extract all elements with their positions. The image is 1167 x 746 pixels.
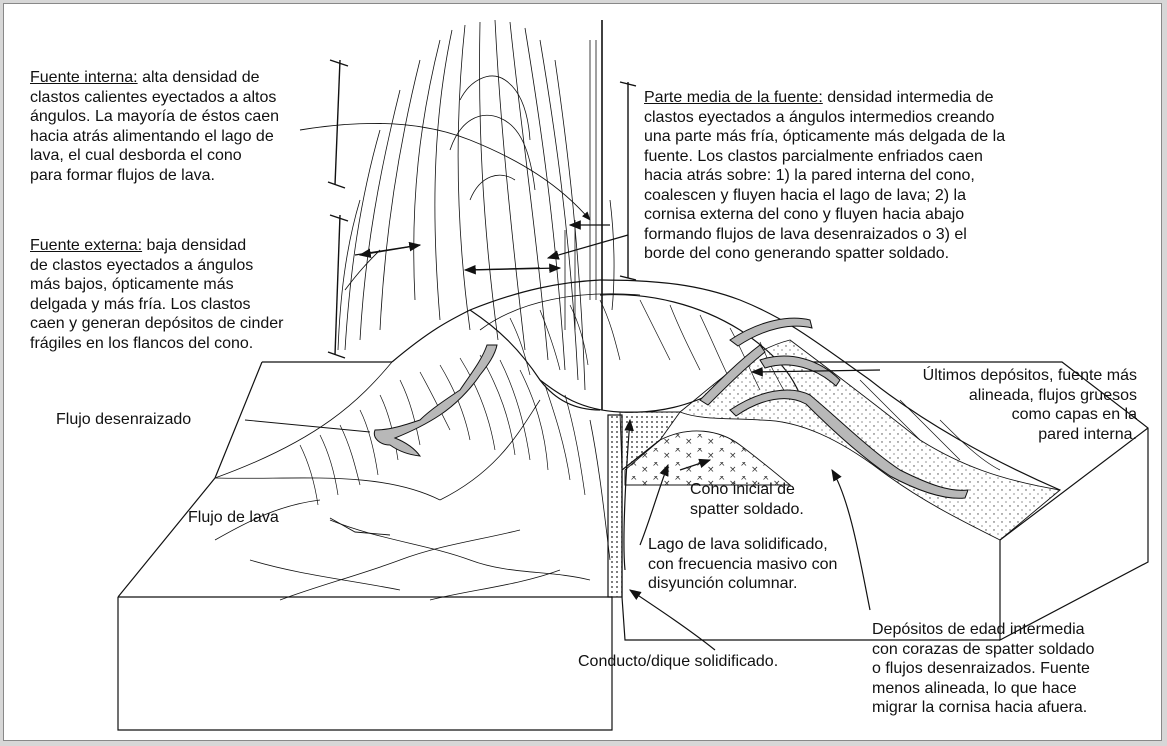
- depositos-intermedios-label: Depósitos de edad intermedia con corazas…: [872, 620, 1094, 718]
- lago-line: disyunción columnar.: [648, 574, 837, 594]
- cono-inicial-label: Cono inicial de spatter soldado.: [690, 480, 804, 519]
- parte-media-line: formando flujos de lava desenraizados o …: [644, 225, 1005, 245]
- fuente-interna-line: ángulos. La mayoría de éstos caen: [30, 107, 279, 127]
- ultimos-line: Últimos depósitos, fuente más: [923, 366, 1137, 386]
- depositos-line: o flujos desenraizados. Fuente: [872, 659, 1094, 679]
- parte-media-label: Parte media de la fuente: densidad inter…: [644, 88, 1005, 264]
- depositos-line: con corazas de spatter soldado: [872, 640, 1094, 660]
- flujo-desenraizado-label: Flujo desenraizado: [56, 410, 191, 430]
- fuente-externa-line: caen y generan depósitos de cinder: [30, 314, 284, 334]
- parte-media-line: clastos eyectados a ángulos intermedios …: [644, 108, 1005, 128]
- lago-line: con frecuencia masivo con: [648, 555, 837, 575]
- ultimos-line: pared interna.: [923, 425, 1137, 445]
- depositos-line: migrar la cornisa hacia afuera.: [872, 698, 1094, 718]
- parte-media-line: fuente. Los clastos parcialmente enfriad…: [644, 147, 1005, 167]
- ultimos-line: como capas en la: [923, 405, 1137, 425]
- parte-media-line: densidad intermedia de: [823, 89, 994, 106]
- fuente-externa-title: Fuente externa:: [30, 237, 142, 254]
- ultimos-depositos-label: Últimos depósitos, fuente más alineada, …: [923, 366, 1137, 444]
- fuente-externa-line: frágiles en los flancos del cono.: [30, 334, 284, 354]
- feeder-dike: [608, 415, 622, 597]
- fuente-externa-line: más bajos, ópticamente más: [30, 275, 284, 295]
- flujo-de-lava-label: Flujo de lava: [188, 508, 279, 528]
- fuente-externa-line: delgada y más fría. Los clastos: [30, 295, 284, 315]
- fuente-interna-label: Fuente interna: alta densidad de clastos…: [30, 68, 279, 185]
- fuente-interna-line: hacia atrás alimentando el lago de: [30, 127, 279, 147]
- parte-media-line: cornisa externa del cono y fluyen hacia …: [644, 205, 1005, 225]
- lago-line: Lago de lava solidificado,: [648, 535, 837, 555]
- parte-media-title: Parte media de la fuente:: [644, 89, 823, 106]
- fuente-interna-line: clastos calientes eyectados a altos: [30, 88, 279, 108]
- depositos-line: Depósitos de edad intermedia: [872, 620, 1094, 640]
- fuente-interna-title: Fuente interna:: [30, 69, 138, 86]
- conducto-dique-label: Conducto/dique solidificado.: [578, 652, 778, 672]
- ultimos-line: alineada, flujos gruesos: [923, 386, 1137, 406]
- fuente-interna-line: lava, el cual desborda el cono: [30, 146, 279, 166]
- fuente-externa-line: de clastos eyectados a ángulos: [30, 256, 284, 276]
- fuente-externa-label: Fuente externa: baja densidad de clastos…: [30, 236, 284, 353]
- depositos-line: menos alineada, lo que hace: [872, 679, 1094, 699]
- fuente-interna-line: para formar flujos de lava.: [30, 166, 279, 186]
- fuente-interna-line: alta densidad de: [138, 69, 260, 86]
- cono-inicial-line: Cono inicial de: [690, 480, 804, 500]
- cono-inicial-line: spatter soldado.: [690, 500, 804, 520]
- fountain-streaks: [338, 20, 614, 410]
- parte-media-line: una parte más fría, ópticamente más delg…: [644, 127, 1005, 147]
- lago-lava-label: Lago de lava solidificado, con frecuenci…: [648, 535, 837, 594]
- left-block: [118, 362, 612, 730]
- parte-media-line: coalescen y fluyen hacia el lago de lava…: [644, 186, 1005, 206]
- parte-media-line: borde del cono generando spatter soldado…: [644, 244, 1005, 264]
- parte-media-line: hacia atrás sobre: 1) la pared interna d…: [644, 166, 1005, 186]
- fuente-externa-line: baja densidad: [142, 237, 246, 254]
